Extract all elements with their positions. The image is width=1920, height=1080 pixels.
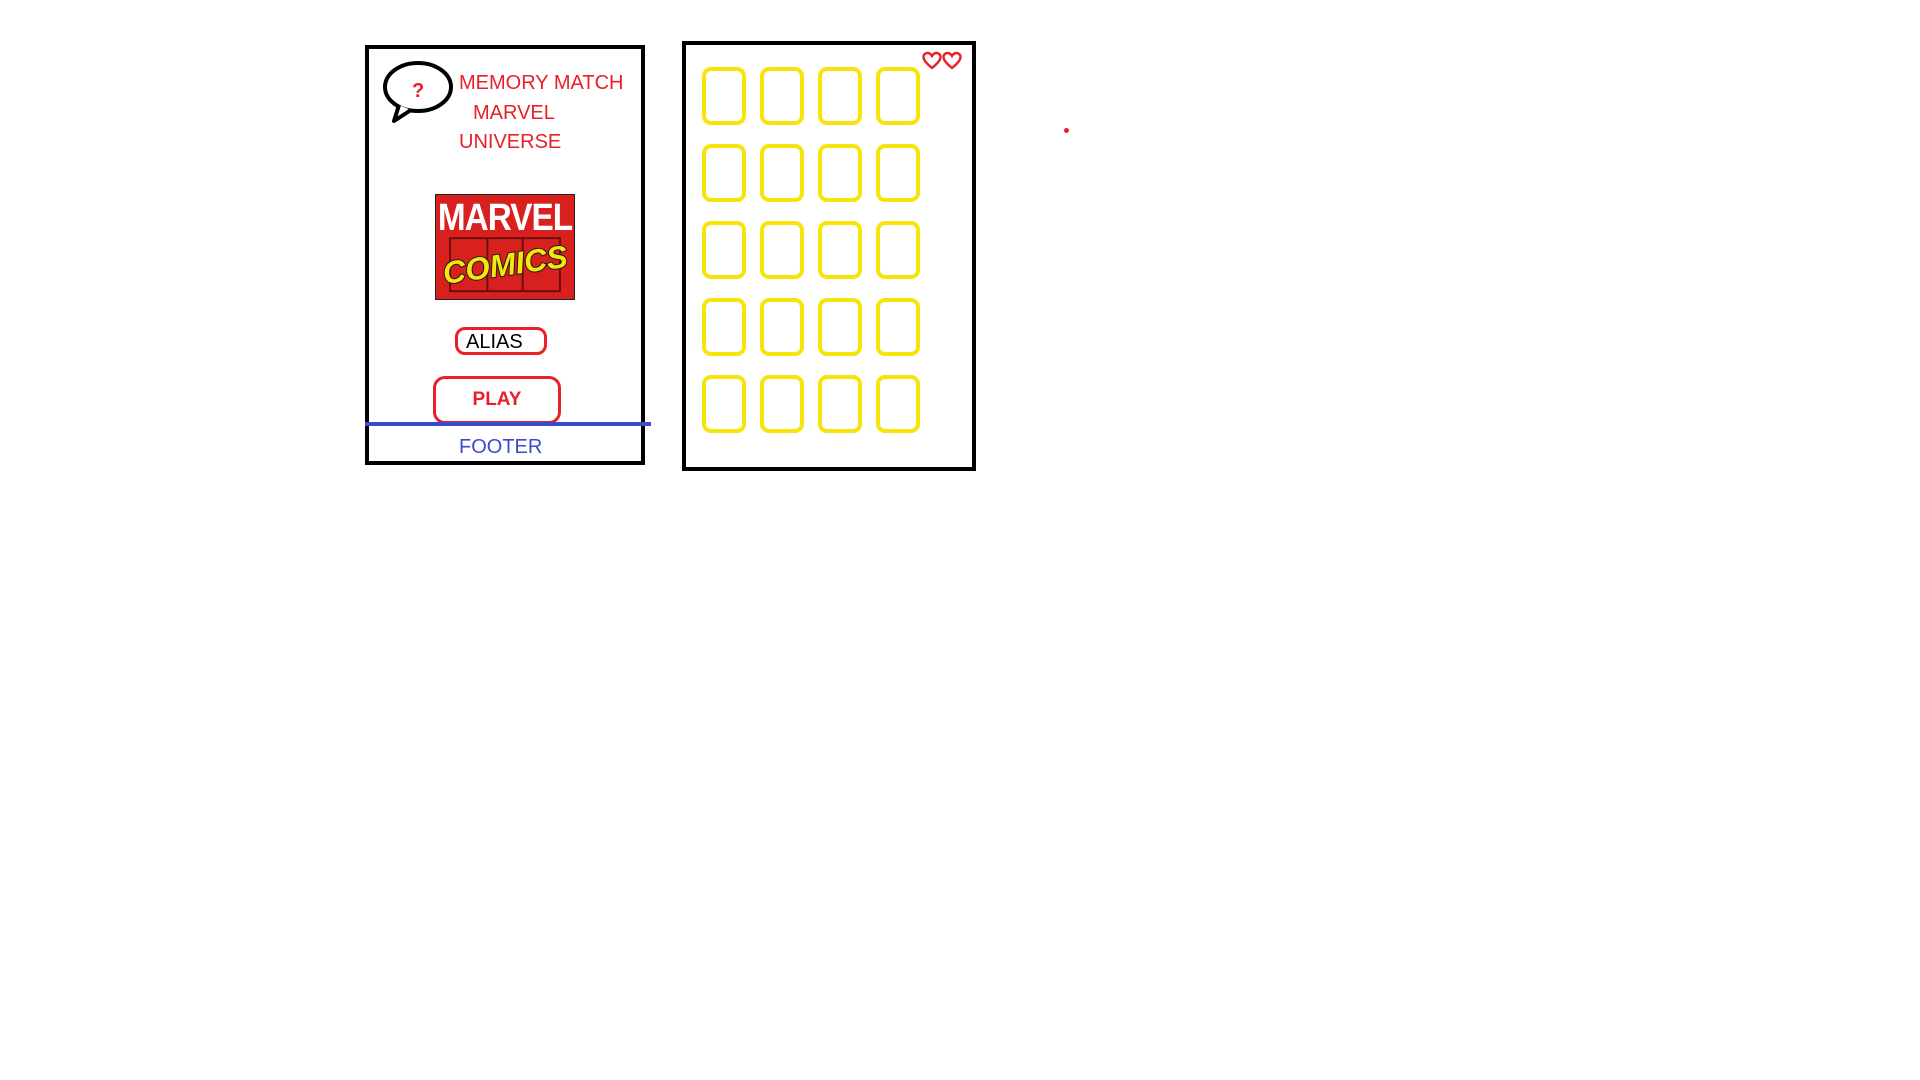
card-slot[interactable] xyxy=(702,67,746,125)
card-slot[interactable] xyxy=(760,298,804,356)
play-button[interactable]: PLAY xyxy=(433,376,561,424)
card-slot[interactable] xyxy=(876,375,920,433)
logo-top-text: MARVEL xyxy=(438,195,572,239)
heart-icon xyxy=(942,51,962,70)
help-speech-bubble-icon[interactable]: ? xyxy=(381,59,455,125)
home-screen: ? MEMORY MATCH MARVEL UNIVERSE MARVEL CO… xyxy=(365,45,651,465)
marvel-comics-logo: MARVEL COMICS xyxy=(435,194,575,300)
card-slot[interactable] xyxy=(876,298,920,356)
game-board-screen xyxy=(682,41,976,471)
card-slot[interactable] xyxy=(702,144,746,202)
card-slot[interactable] xyxy=(818,375,862,433)
card-slot[interactable] xyxy=(818,144,862,202)
card-slot[interactable] xyxy=(702,221,746,279)
title-line-3: UNIVERSE xyxy=(459,131,562,153)
card-slot[interactable] xyxy=(702,298,746,356)
card-slot[interactable] xyxy=(818,298,862,356)
footer-divider xyxy=(365,422,651,426)
card-slot[interactable] xyxy=(760,375,804,433)
lives-indicator xyxy=(922,51,962,71)
card-slot[interactable] xyxy=(760,67,804,125)
stray-red-dot xyxy=(1064,128,1069,133)
footer-label: FOOTER xyxy=(459,436,543,458)
help-question-mark: ? xyxy=(412,80,424,102)
card-slot[interactable] xyxy=(876,144,920,202)
card-slot[interactable] xyxy=(760,221,804,279)
card-slot[interactable] xyxy=(876,221,920,279)
card-slot[interactable] xyxy=(876,67,920,125)
card-slot[interactable] xyxy=(818,67,862,125)
heart-icon xyxy=(922,51,942,70)
card-slot[interactable] xyxy=(760,144,804,202)
card-slot[interactable] xyxy=(818,221,862,279)
card-slot[interactable] xyxy=(702,375,746,433)
title-line-1: MEMORY MATCH xyxy=(459,72,624,94)
title-line-2: MARVEL xyxy=(473,102,555,124)
alias-input[interactable] xyxy=(455,327,547,355)
card-grid xyxy=(702,67,922,435)
